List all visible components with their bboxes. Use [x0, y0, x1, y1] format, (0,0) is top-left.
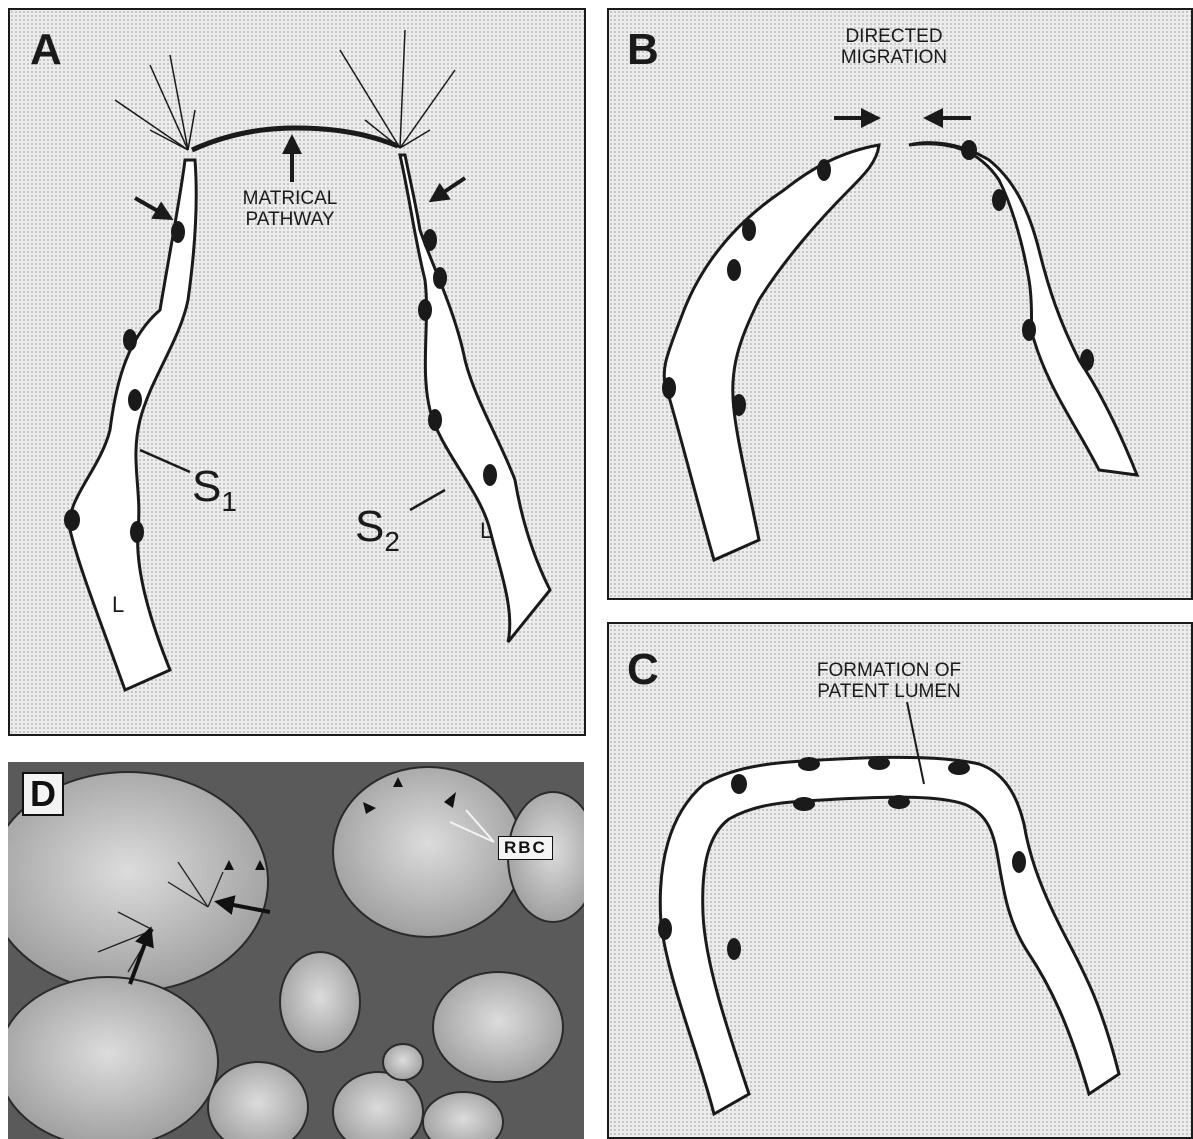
- sprout-s2-letter: S: [355, 502, 384, 551]
- panel-label: D: [22, 772, 64, 816]
- patent-vessel: [660, 757, 1119, 1114]
- nucleus: [423, 229, 437, 251]
- cell: [280, 952, 360, 1052]
- nucleus: [662, 377, 676, 399]
- nucleus: [817, 159, 831, 181]
- filopodia-left: [115, 55, 195, 150]
- panel-b-drawing: [609, 10, 1193, 600]
- patent-lumen-caption: FORMATION OF PATENT LUMEN: [779, 660, 999, 702]
- sprout-s2-subscript: 2: [384, 526, 400, 557]
- tip-arrow-right: [432, 178, 465, 200]
- nucleus: [1022, 319, 1036, 341]
- matrical-pathway: [192, 128, 398, 150]
- panel-d-micrograph: D RBC: [8, 762, 584, 1139]
- panel-label: A: [30, 28, 62, 72]
- nucleus: [727, 938, 741, 960]
- nucleus: [793, 797, 815, 811]
- tip-arrow-left: [135, 198, 170, 218]
- cell: [383, 1044, 423, 1080]
- nucleus: [433, 267, 447, 289]
- panel-label: C: [627, 648, 659, 692]
- panel-c: C FORMATION OF PATENT LUMEN: [607, 622, 1193, 1139]
- sprout-s2: [400, 155, 550, 642]
- nucleus: [428, 409, 442, 431]
- nucleus: [418, 299, 432, 321]
- lumen-label-left: L: [112, 592, 124, 618]
- sprout-left: [664, 145, 879, 560]
- sprout-s1-label: S1: [192, 462, 237, 518]
- nucleus: [961, 140, 977, 160]
- panel-a-drawing: [10, 10, 586, 736]
- nucleus: [948, 761, 970, 775]
- nucleus: [731, 774, 747, 794]
- sprout-s2-label: S2: [355, 502, 400, 558]
- directed-migration-caption: DIRECTED MIGRATION: [809, 26, 979, 68]
- cell: [333, 767, 523, 937]
- nucleus: [888, 795, 910, 809]
- matrical-pathway-caption: MATRICAL PATHWAY: [215, 188, 365, 230]
- nucleus: [992, 189, 1006, 211]
- nucleus: [868, 756, 890, 770]
- panel-b: B DIRECTED MIGRATION: [607, 8, 1193, 600]
- nucleus: [1012, 851, 1026, 873]
- lumen-label-right: L: [480, 518, 492, 544]
- sprout-right: [909, 143, 1137, 475]
- nucleus: [130, 521, 144, 543]
- cell: [208, 1062, 308, 1139]
- s2-leader: [410, 490, 445, 510]
- filopodia-right: [340, 30, 455, 148]
- nucleus: [732, 394, 746, 416]
- panel-a: A MATRICAL PATHWAY S1 S2 L L: [8, 8, 586, 736]
- micrograph-drawing: [8, 762, 584, 1139]
- nucleus: [171, 221, 185, 243]
- cell: [433, 972, 563, 1082]
- nucleus: [128, 389, 142, 411]
- nucleus: [1080, 349, 1094, 371]
- nucleus: [742, 219, 756, 241]
- nucleus: [64, 509, 80, 531]
- nucleus: [483, 464, 497, 486]
- nucleus: [727, 259, 741, 281]
- cell: [8, 977, 218, 1139]
- sprout-s1-letter: S: [192, 462, 221, 511]
- nucleus: [798, 757, 820, 771]
- panel-label: B: [627, 28, 659, 72]
- nucleus: [658, 918, 672, 940]
- rbc-label: RBC: [498, 836, 553, 860]
- sprout-s1-subscript: 1: [221, 486, 237, 517]
- nucleus: [123, 329, 137, 351]
- s1-leader: [140, 450, 190, 472]
